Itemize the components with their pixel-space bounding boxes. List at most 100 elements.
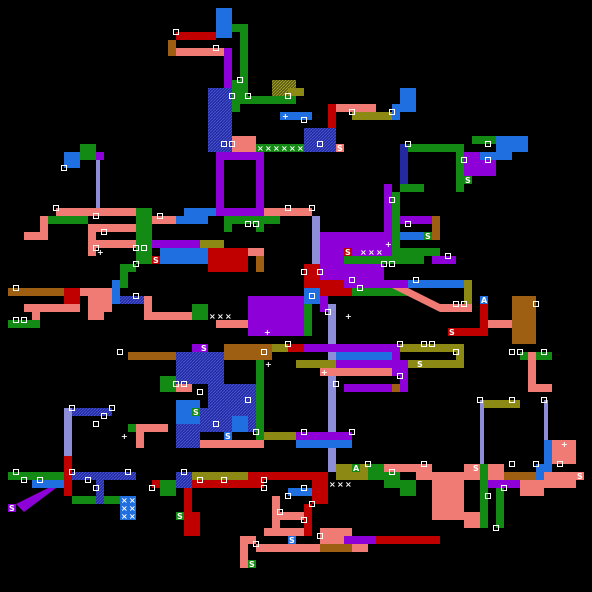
room bbox=[264, 432, 296, 440]
room bbox=[288, 88, 304, 96]
save-point-icon[interactable]: S bbox=[448, 328, 456, 337]
upgrade-item-icon[interactable]: + bbox=[321, 368, 328, 377]
save-point-icon[interactable]: S bbox=[192, 408, 200, 417]
door-node bbox=[501, 485, 507, 491]
save-point-icon[interactable]: S bbox=[152, 256, 160, 265]
door-node bbox=[301, 117, 307, 123]
door-node bbox=[253, 429, 259, 435]
room bbox=[240, 24, 248, 102]
svg-text:×: × bbox=[360, 248, 367, 257]
svg-text:×: × bbox=[225, 312, 232, 321]
door-node bbox=[397, 373, 403, 379]
room bbox=[56, 208, 152, 216]
room bbox=[168, 40, 176, 56]
room bbox=[256, 144, 304, 152]
door-node bbox=[309, 293, 315, 299]
room bbox=[32, 480, 64, 488]
room bbox=[216, 208, 264, 216]
upgrade-item-icon[interactable]: + bbox=[121, 432, 128, 441]
room bbox=[112, 280, 120, 304]
door-node bbox=[237, 77, 243, 83]
svg-text:×: × bbox=[209, 312, 216, 321]
room bbox=[280, 512, 304, 520]
upgrade-item-icon[interactable]: + bbox=[282, 112, 289, 121]
room bbox=[344, 536, 376, 544]
save-point-icon[interactable]: S bbox=[344, 248, 352, 257]
room bbox=[344, 256, 384, 264]
svg-text:+: + bbox=[561, 440, 568, 449]
room bbox=[464, 512, 480, 528]
room bbox=[352, 112, 392, 120]
room bbox=[320, 544, 352, 552]
room bbox=[400, 480, 416, 496]
save-point-icon[interactable]: S bbox=[424, 232, 432, 241]
room bbox=[312, 216, 320, 272]
door-node bbox=[389, 261, 395, 267]
save-point-icon[interactable]: S bbox=[416, 360, 424, 369]
svg-text:S: S bbox=[345, 248, 351, 257]
area-transition-icon[interactable]: A bbox=[480, 296, 488, 305]
room bbox=[224, 216, 232, 232]
room bbox=[176, 32, 216, 40]
room bbox=[336, 104, 376, 112]
room bbox=[224, 344, 272, 360]
room bbox=[528, 352, 536, 392]
save-point-icon[interactable]: S bbox=[576, 472, 584, 481]
room bbox=[264, 208, 288, 216]
upgrade-item-icon[interactable]: + bbox=[265, 360, 272, 369]
door-node bbox=[477, 397, 483, 403]
blocked-markers: × × × × × × × × × × × × × × × × × × × × bbox=[120, 144, 383, 521]
door-node bbox=[485, 141, 491, 147]
room bbox=[256, 152, 264, 216]
svg-text:A: A bbox=[481, 296, 488, 305]
room bbox=[288, 344, 304, 352]
room bbox=[8, 288, 64, 296]
upgrade-item-icon[interactable]: + bbox=[345, 312, 352, 321]
door-node bbox=[429, 341, 435, 347]
door-node bbox=[461, 301, 467, 307]
room bbox=[136, 208, 152, 264]
room bbox=[208, 248, 248, 272]
room bbox=[8, 472, 64, 480]
svg-text:S: S bbox=[193, 408, 199, 417]
door-node bbox=[37, 477, 43, 483]
door-node bbox=[277, 509, 283, 515]
upgrade-item-icon[interactable]: + bbox=[97, 248, 104, 257]
save-point-icon[interactable]: S bbox=[200, 344, 208, 353]
door-node bbox=[533, 301, 539, 307]
door-node bbox=[93, 213, 99, 219]
room bbox=[80, 144, 96, 160]
upgrade-item-icon[interactable]: + bbox=[385, 240, 392, 249]
room bbox=[120, 296, 152, 304]
area-transition-icon[interactable]: A bbox=[352, 464, 360, 473]
door-node bbox=[453, 349, 459, 355]
save-point-icon[interactable]: S bbox=[472, 464, 480, 473]
door-node bbox=[421, 461, 427, 467]
svg-text:×: × bbox=[289, 144, 296, 153]
room bbox=[224, 48, 232, 96]
room bbox=[304, 128, 336, 152]
room bbox=[152, 312, 192, 320]
room bbox=[208, 384, 256, 408]
room bbox=[184, 512, 200, 536]
save-point-icon[interactable]: S bbox=[464, 176, 472, 185]
room bbox=[200, 240, 224, 248]
room bbox=[40, 216, 48, 240]
save-point-icon[interactable]: S bbox=[176, 512, 184, 521]
svg-text:S: S bbox=[417, 360, 423, 369]
save-point-icon[interactable]: S bbox=[224, 432, 232, 441]
save-point-icon[interactable]: S bbox=[336, 144, 344, 153]
upgrade-item-icon[interactable]: + bbox=[561, 440, 568, 449]
save-point-icon[interactable]: S bbox=[248, 560, 256, 569]
room bbox=[48, 216, 88, 224]
room bbox=[296, 432, 352, 440]
door-node bbox=[485, 493, 491, 499]
upgrade-item-icon[interactable]: + bbox=[264, 328, 271, 337]
door-node bbox=[125, 469, 131, 475]
save-point-icon[interactable]: S bbox=[8, 504, 16, 513]
room bbox=[296, 440, 352, 448]
save-point-icon[interactable]: S bbox=[288, 536, 296, 545]
svg-text:×: × bbox=[121, 496, 128, 505]
door-node bbox=[285, 341, 291, 347]
